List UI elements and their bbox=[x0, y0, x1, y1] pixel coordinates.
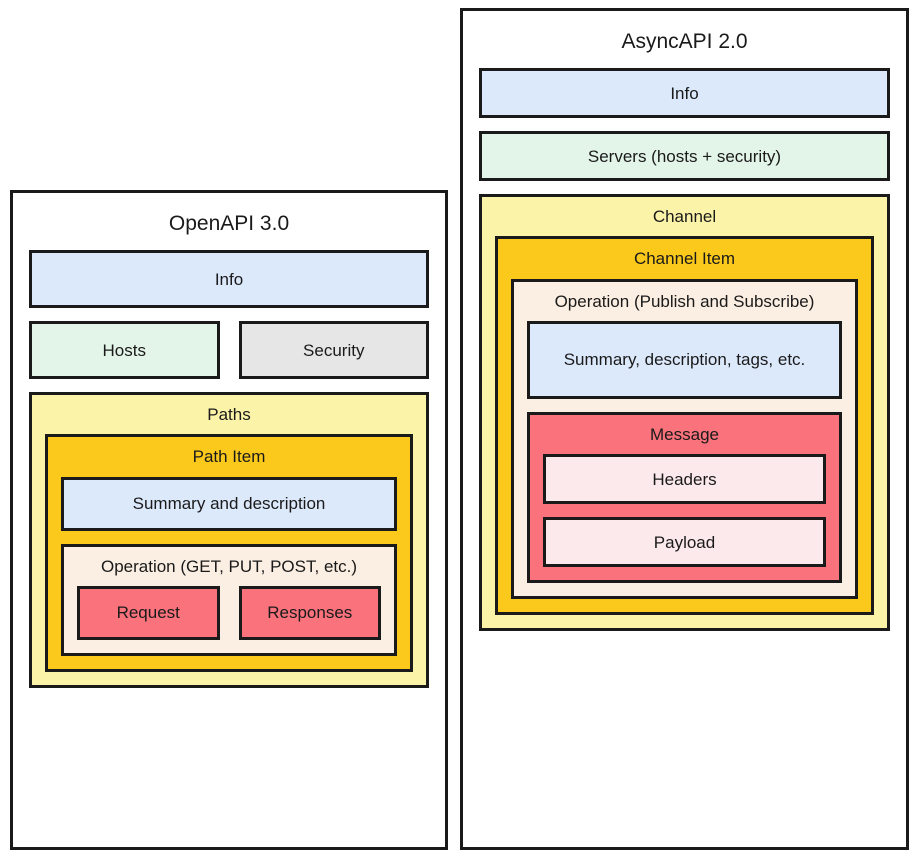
asyncapi-panel-title: AsyncAPI 2.0 bbox=[621, 30, 748, 53]
openapi-path-item-body: Summary and description Operation (GET, … bbox=[61, 476, 397, 656]
openapi-responses-box: Responses bbox=[238, 585, 381, 640]
asyncapi-summary-box: Summary, description, tags, etc. bbox=[527, 320, 842, 399]
asyncapi-channel-item-label: Channel Item bbox=[633, 249, 736, 269]
openapi-paths-label: Paths bbox=[207, 405, 251, 425]
asyncapi-servers-box: Servers (hosts + security) bbox=[479, 131, 890, 182]
asyncapi-message-body: Headers Payload bbox=[543, 454, 826, 568]
openapi-info-box: Info bbox=[29, 250, 429, 309]
asyncapi-operation-group: Operation (Publish and Subscribe) Summar… bbox=[511, 278, 858, 600]
openapi-summary-box: Summary and description bbox=[61, 476, 397, 531]
openapi-operation-group: Operation (GET, PUT, POST, etc.) Request… bbox=[61, 543, 397, 656]
openapi-panel-title: OpenAPI 3.0 bbox=[168, 212, 290, 235]
openapi-path-item-label: Path Item bbox=[192, 447, 266, 467]
asyncapi-headers-box: Headers bbox=[543, 454, 826, 505]
asyncapi-message-label: Message bbox=[650, 424, 719, 444]
openapi-hosts-security-row: Hosts Security bbox=[29, 321, 429, 380]
asyncapi-payload-box: Payload bbox=[543, 517, 826, 568]
openapi-panel-body: Info Hosts Security Paths Path Item Summ… bbox=[29, 250, 429, 688]
openapi-operation-label: Operation (GET, PUT, POST, etc.) bbox=[100, 556, 358, 576]
asyncapi-panel-body: Info Servers (hosts + security) Channel … bbox=[479, 68, 890, 632]
asyncapi-message-group: Message Headers Payload bbox=[527, 411, 842, 584]
openapi-request-responses-row: Request Responses bbox=[77, 585, 381, 640]
openapi-security-box: Security bbox=[238, 321, 429, 380]
asyncapi-panel: AsyncAPI 2.0 Info Servers (hosts + secur… bbox=[460, 8, 909, 850]
openapi-panel: OpenAPI 3.0 Info Hosts Security Paths Pa… bbox=[10, 190, 448, 850]
openapi-request-box: Request bbox=[77, 585, 220, 640]
openapi-paths-group: Paths Path Item Summary and description … bbox=[29, 392, 429, 688]
asyncapi-info-box: Info bbox=[479, 68, 890, 119]
asyncapi-channel-label: Channel bbox=[652, 207, 717, 227]
openapi-hosts-box: Hosts bbox=[29, 321, 220, 380]
asyncapi-channel-item-group: Channel Item Operation (Publish and Subs… bbox=[495, 236, 874, 616]
openapi-path-item-group: Path Item Summary and description Operat… bbox=[45, 434, 413, 672]
asyncapi-channel-group: Channel Channel Item Operation (Publish … bbox=[479, 194, 890, 632]
asyncapi-operation-body: Summary, description, tags, etc. Message… bbox=[527, 320, 842, 584]
asyncapi-operation-label: Operation (Publish and Subscribe) bbox=[554, 291, 815, 311]
